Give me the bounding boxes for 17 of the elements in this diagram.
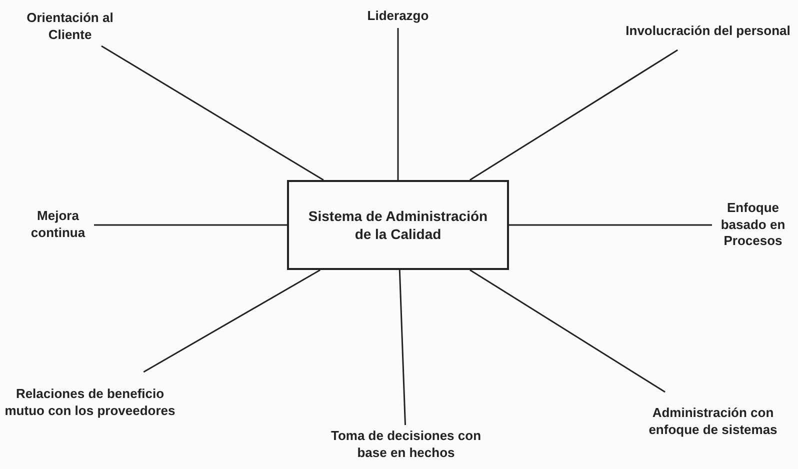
concept-label: Mejora continua xyxy=(22,205,94,245)
concept-label: Orientación al Cliente xyxy=(4,8,136,46)
concept-label: Liderazgo xyxy=(348,4,448,28)
concept-label: Involucración del personal xyxy=(622,12,794,50)
connector-line xyxy=(470,269,666,393)
connector-line xyxy=(397,28,399,180)
concept-label: Relaciones de beneficio mutuo con los proveedores xyxy=(4,372,176,434)
process-box: Sistema de Administración de la Calidad xyxy=(287,180,509,270)
concept-label: Administración con enfoque de sistemas xyxy=(632,392,794,452)
connector-line xyxy=(94,224,287,226)
connector-line xyxy=(470,49,678,181)
connector-line xyxy=(101,45,324,181)
connector-line xyxy=(509,224,712,226)
connector-line xyxy=(143,269,321,373)
concept-label: Toma de decisiones con base en hechos xyxy=(318,425,494,465)
concept-label: Enfoque basado en Procesos xyxy=(712,192,794,258)
connector-line xyxy=(398,270,406,426)
